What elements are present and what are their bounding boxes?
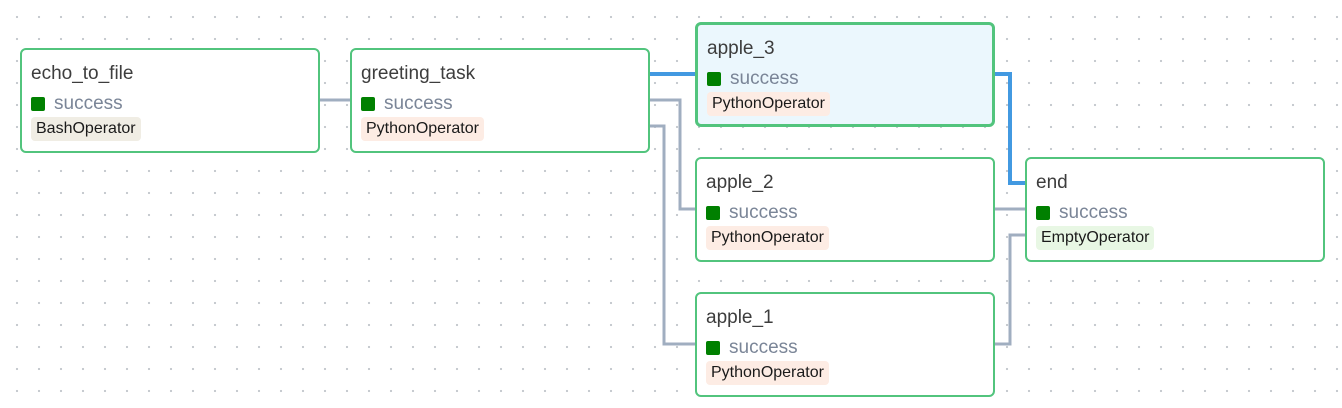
state-label: success (729, 337, 798, 358)
task-name: greeting_task (361, 63, 476, 84)
state-indicator-icon (706, 341, 720, 355)
edge-apple_1-end (995, 233, 1025, 346)
state-indicator-icon (361, 97, 375, 111)
operator-badge: PythonOperator (361, 117, 484, 141)
operator-badge: PythonOperator (706, 361, 829, 385)
task-name: apple_3 (707, 38, 775, 59)
task-state: success (361, 93, 453, 115)
operator-badge: PythonOperator (707, 92, 830, 116)
state-label: success (1059, 202, 1128, 223)
task-node-apple_3[interactable]: apple_3 success PythonOperator (695, 22, 995, 127)
state-indicator-icon (706, 206, 720, 220)
edge-apple_3-end (994, 72, 1025, 185)
edge-greeting_task-apple_1 (649, 124, 695, 346)
task-node-end[interactable]: end success EmptyOperator (1025, 157, 1325, 262)
state-label: success (54, 93, 123, 114)
task-name: apple_1 (706, 307, 774, 328)
task-node-echo_to_file[interactable]: echo_to_file success BashOperator (20, 48, 320, 153)
operator-badge: BashOperator (31, 117, 141, 141)
operator-badge: PythonOperator (706, 226, 829, 250)
task-node-apple_2[interactable]: apple_2 success PythonOperator (695, 157, 995, 262)
edge-greeting_task-apple_2 (649, 98, 695, 211)
task-name: apple_2 (706, 172, 774, 193)
state-label: success (384, 93, 453, 114)
task-state: success (707, 68, 799, 90)
task-state: success (706, 337, 798, 359)
task-state: success (31, 93, 123, 115)
state-indicator-icon (1036, 206, 1050, 220)
task-node-greeting_task[interactable]: greeting_task success PythonOperator (350, 48, 650, 153)
state-label: success (730, 68, 799, 89)
task-node-apple_1[interactable]: apple_1 success PythonOperator (695, 292, 995, 397)
state-label: success (729, 202, 798, 223)
state-indicator-icon (707, 72, 721, 86)
task-name: echo_to_file (31, 63, 134, 84)
state-indicator-icon (31, 97, 45, 111)
task-name: end (1036, 172, 1068, 193)
operator-badge: EmptyOperator (1036, 226, 1155, 250)
task-state: success (1036, 202, 1128, 224)
task-state: success (706, 202, 798, 224)
